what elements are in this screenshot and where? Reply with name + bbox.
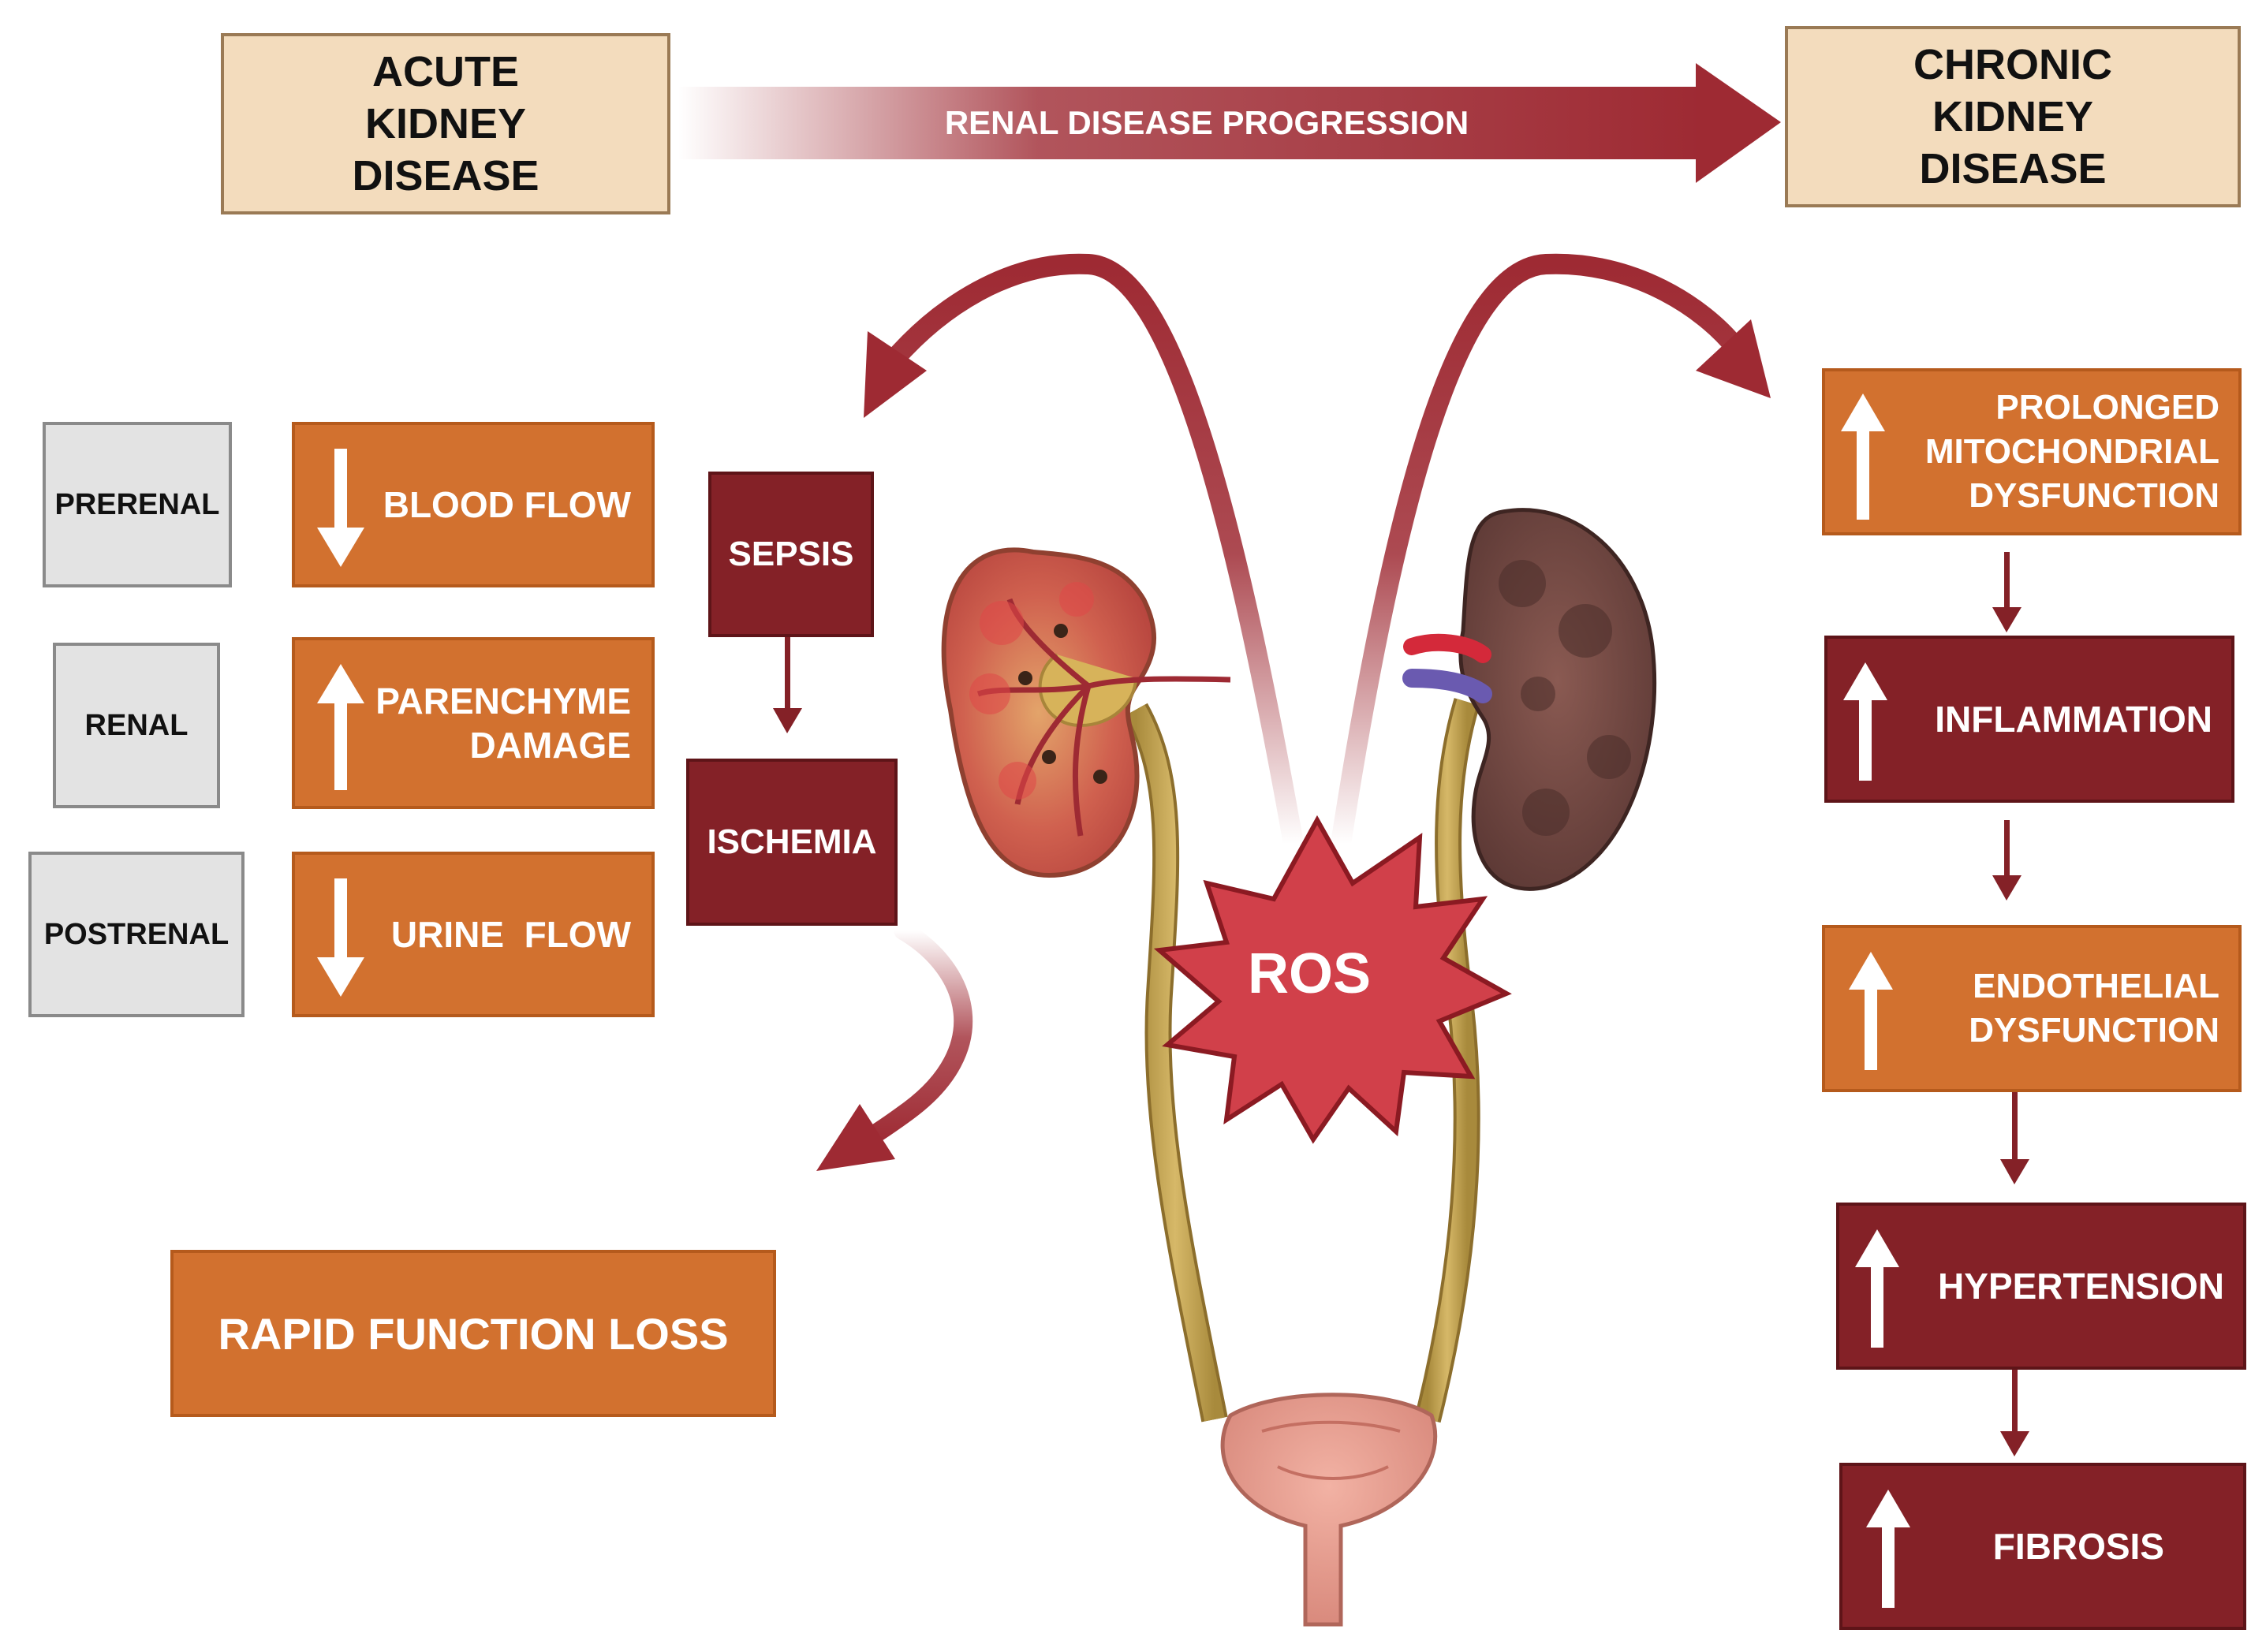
- effect-urine-flow-text: URINE FLOW: [390, 914, 631, 955]
- category-postrenal: POSTRENAL: [28, 852, 245, 1017]
- chain-endothelial-line-2: DYSFUNCTION: [1969, 1011, 2219, 1050]
- down-arrow-icon: [317, 449, 364, 567]
- category-renal: RENAL: [53, 643, 220, 808]
- chain-hypertension-text: HYPERTENSION: [1938, 1266, 2224, 1307]
- up-arrow-icon: [1841, 393, 1885, 520]
- up-arrow-icon: [1855, 1229, 1899, 1348]
- acute-kidney-disease-box: ACUTE KIDNEY DISEASE: [221, 33, 670, 214]
- ros-starburst: [1153, 815, 1512, 1144]
- chain-inflammation: INFLAMMATION: [1824, 636, 2234, 803]
- effect-parenchyme-line-1: PARENCHYME: [375, 681, 631, 722]
- rapid-function-loss-box: RAPID FUNCTION LOSS: [170, 1250, 776, 1417]
- chronic-line-2: KIDNEY: [1932, 93, 2094, 140]
- effect-parenchyme-damage: PARENCHYME DAMAGE: [292, 637, 655, 809]
- up-arrow-icon: [1843, 662, 1887, 781]
- up-arrow-icon: [1849, 952, 1893, 1070]
- chain-fibrosis-text: FIBROSIS: [1992, 1526, 2164, 1567]
- chain-1-line-3: DYSFUNCTION: [1969, 476, 2219, 515]
- up-arrow-icon: [1866, 1490, 1910, 1608]
- category-prerenal: PRERENAL: [43, 422, 232, 587]
- progression-label: RENAL DISEASE PROGRESSION: [944, 104, 1469, 141]
- effect-blood-flow-text: BLOOD FLOW: [383, 484, 631, 525]
- sepsis-to-ischemia-arrow: [773, 637, 802, 733]
- chain-inflammation-text: INFLAMMATION: [1935, 699, 2212, 740]
- chronic-kidney-disease-box: CHRONIC KIDNEY DISEASE: [1785, 26, 2241, 207]
- ros-label: ROS: [1247, 942, 1372, 1005]
- curved-arrow-right: [1331, 253, 1745, 854]
- chain-mitochondrial-dysfunction: PROLONGED MITOCHONDRIAL DYSFUNCTION: [1822, 368, 2242, 535]
- chronic-line-1: CHRONIC: [1913, 41, 2112, 88]
- acute-line-1: ACUTE: [371, 48, 519, 95]
- chronic-line-3: DISEASE: [1919, 145, 2107, 192]
- chain-hypertension: HYPERTENSION: [1836, 1203, 2246, 1370]
- chain-1-line-2: MITOCHONDRIAL: [1924, 432, 2219, 471]
- progression-arrow: [678, 63, 1781, 183]
- down-arrow-icon: [317, 878, 364, 997]
- ischemia-box: ISCHEMIA: [686, 759, 898, 926]
- curved-arrow-left: [881, 253, 1304, 854]
- acute-line-2: KIDNEY: [364, 100, 526, 147]
- up-arrow-icon: [317, 664, 364, 790]
- chain-endothelial-line-1: ENDOTHELIAL: [1973, 967, 2219, 1005]
- effect-blood-flow: BLOOD FLOW: [292, 422, 655, 587]
- effect-urine-flow: URINE FLOW: [292, 852, 655, 1017]
- effect-parenchyme-line-2: DAMAGE: [469, 725, 631, 766]
- chronic-chain-arrows: [1992, 552, 2029, 1456]
- chain-fibrosis: FIBROSIS: [1839, 1463, 2246, 1630]
- chain-1-line-1: PROLONGED: [1995, 388, 2219, 427]
- ischemia-to-loss-arrow: [846, 921, 973, 1154]
- acute-line-3: DISEASE: [352, 152, 539, 200]
- sepsis-box: SEPSIS: [708, 472, 874, 637]
- chain-endothelial-dysfunction: ENDOTHELIAL DYSFUNCTION: [1822, 925, 2242, 1092]
